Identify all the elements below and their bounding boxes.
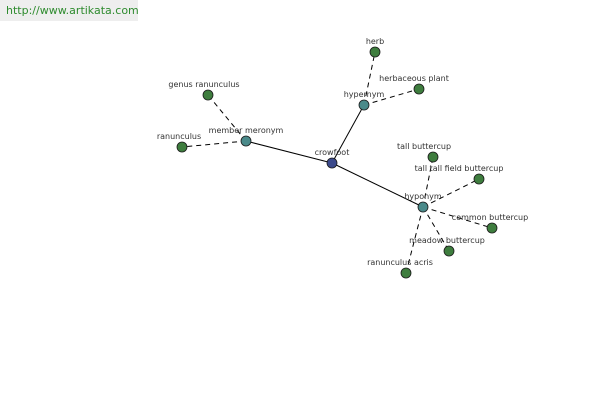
node-label-tall-buttercup: tall buttercup <box>397 142 451 151</box>
edge-hyponym-ranunculus-acris <box>405 206 424 274</box>
node-label-hyponym: hyponym <box>404 192 442 201</box>
node-label-herbaceous-plant: herbaceous plant <box>379 74 449 83</box>
node-label-hypernym: hypernym <box>344 90 385 99</box>
node-common-buttercup[interactable] <box>486 222 498 234</box>
node-label-genus-ranunculus: genus ranunculus <box>168 80 239 89</box>
node-label-herb: herb <box>366 37 384 46</box>
node-label-crowfoot: crowfoot <box>315 148 350 157</box>
edge-crowfoot-hyponym <box>331 162 424 208</box>
edge-hyponym-tall-field-buttercup <box>422 178 480 208</box>
edge-crowfoot-member-meronym <box>245 140 333 164</box>
node-label-meadow-buttercup: meadow buttercup <box>409 236 485 245</box>
node-tall-buttercup[interactable] <box>427 151 439 163</box>
node-tall-field-buttercup[interactable] <box>473 173 485 185</box>
node-herbaceous-plant[interactable] <box>413 83 425 95</box>
node-meadow-buttercup[interactable] <box>443 245 455 257</box>
edge-member-meronym-genus-ranunculus <box>207 94 247 142</box>
node-ranunculus-acris[interactable] <box>400 267 412 279</box>
edge-hypernym-herbaceous-plant <box>363 88 420 106</box>
graph-edges <box>181 51 493 274</box>
edge-crowfoot-hypernym <box>331 104 365 164</box>
node-label-tall-field-buttercup: tall tall field buttercup <box>415 164 504 173</box>
node-crowfoot[interactable] <box>326 157 338 169</box>
edge-hypernym-herb <box>363 51 376 106</box>
node-label-common-buttercup: common buttercup <box>452 213 528 222</box>
node-herb[interactable] <box>369 46 381 58</box>
graph-nodes <box>176 46 498 279</box>
graph-labels: crowfoot hypernym hyponym member meronym her… <box>157 37 528 267</box>
node-ranunculus[interactable] <box>176 141 188 153</box>
node-label-ranunculus-acris: ranunculus acris <box>367 258 433 267</box>
node-hyponym[interactable] <box>417 201 429 213</box>
node-genus-ranunculus[interactable] <box>202 89 214 101</box>
node-label-ranunculus: ranunculus <box>157 132 201 141</box>
edge-hyponym-common-buttercup <box>422 206 493 229</box>
site-link[interactable]: http://www.artikata.com <box>0 0 139 21</box>
node-hypernym[interactable] <box>358 99 370 111</box>
edge-member-meronym-ranunculus <box>181 140 247 148</box>
node-label-member-meronym: member meronym <box>209 126 284 135</box>
node-member-meronym[interactable] <box>240 135 252 147</box>
